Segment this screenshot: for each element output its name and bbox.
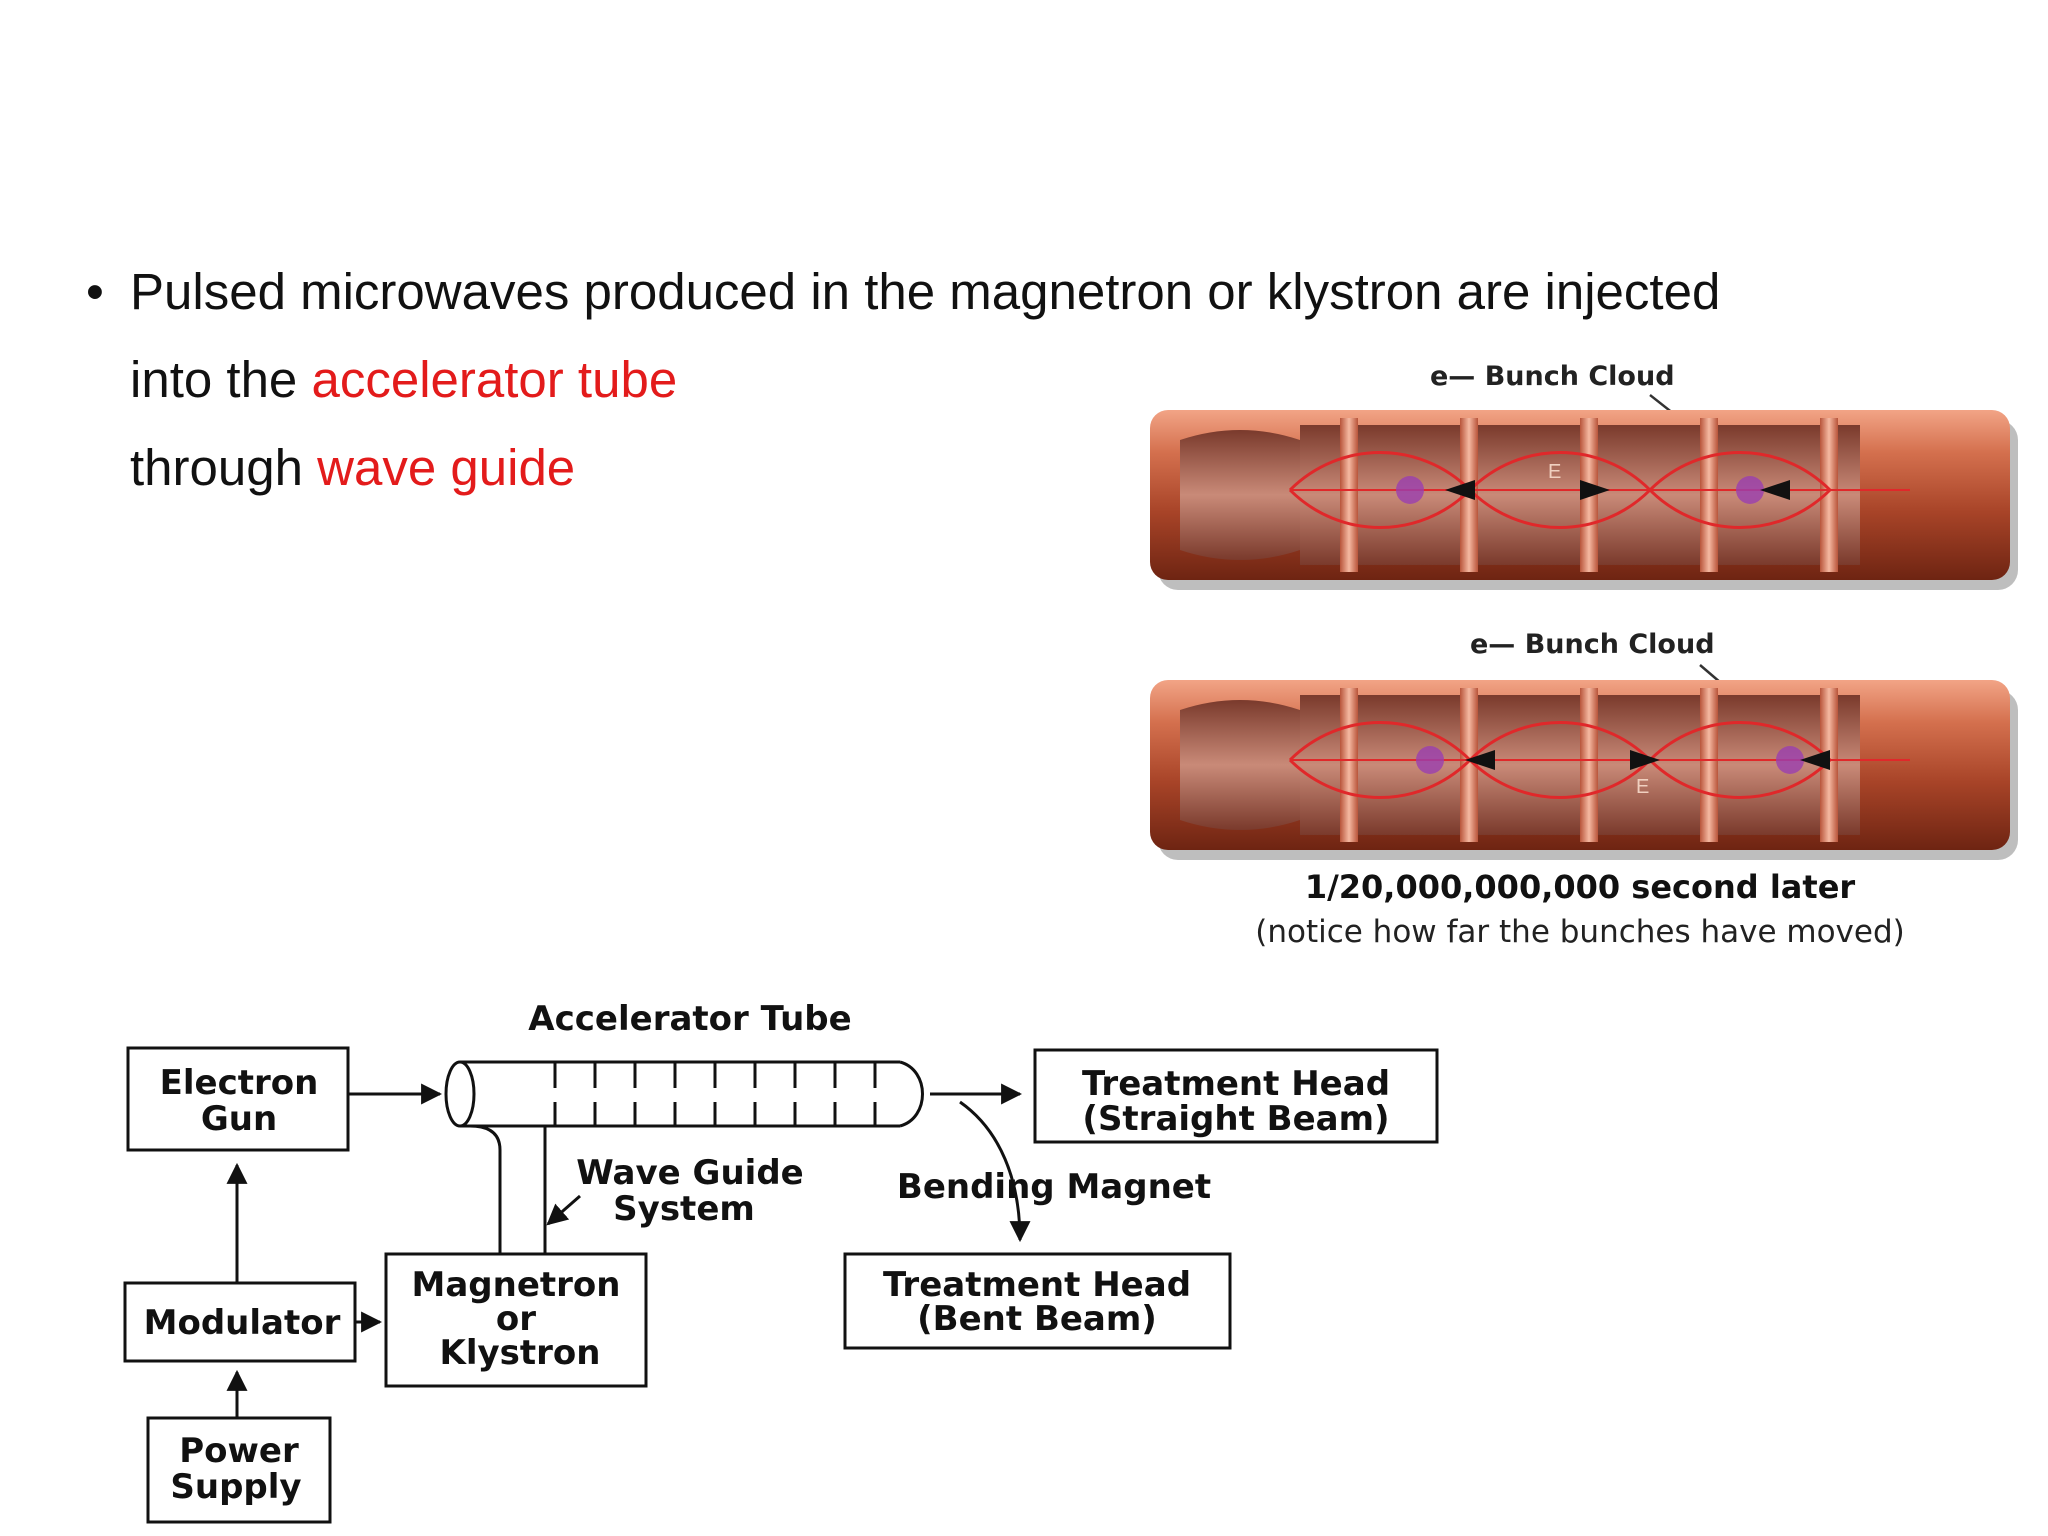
field-arrow-bottom-3	[1800, 750, 1830, 770]
bullet-dot: •	[86, 263, 104, 320]
bullet-line-3: through wave guide	[130, 424, 575, 512]
field-arrow-top-1	[1445, 480, 1475, 500]
field-arrow-top-2	[1580, 480, 1610, 500]
field-arrow-top-3	[1760, 480, 1790, 500]
tube-caption-note: (notice how far the bunches have moved)	[1255, 914, 1905, 950]
field-arrow-bottom-1	[1465, 750, 1495, 770]
bunch-bottom-2	[1776, 746, 1804, 774]
bullet-line-1-text: Pulsed microwaves produced in the magnet…	[130, 263, 1721, 320]
tube-bottom: e— Bunch Cloud E	[1150, 629, 2018, 860]
bullet-line-3-prefix: through	[130, 439, 318, 496]
treatment-head-straight-box	[1033, 1048, 1439, 1144]
bullet-line-1: Pulsed microwaves produced in the magnet…	[130, 248, 1720, 336]
electron-gun-label-1: Electron	[160, 1063, 319, 1103]
treatment-head-straight-label-1: Treatment Head	[1082, 1064, 1390, 1104]
modulator-label: Modulator	[144, 1303, 341, 1343]
treatment-head-straight-label-2: (Straight Beam)	[1082, 1099, 1389, 1139]
bullet-line-2-prefix: into the	[130, 351, 312, 408]
treatment-head-bent-label-2: (Bent Beam)	[917, 1299, 1157, 1339]
treatment-head-bent-box	[843, 1252, 1232, 1350]
tube-caption-bold: 1/20,000,000,000 second later	[1305, 868, 1856, 906]
bunch-bottom-1	[1416, 746, 1444, 774]
magnetron-box	[384, 1252, 648, 1388]
accelerator-tube-label: Accelerator Tube	[528, 999, 851, 1039]
bunch-top-2	[1736, 476, 1764, 504]
arrow-bending-magnet	[959, 1100, 1031, 1243]
bunch-cloud-label-top: e— Bunch Cloud	[1430, 361, 1675, 392]
treatment-head-bent-label-1: Treatment Head	[883, 1265, 1191, 1305]
arrow-waveguide-label	[546, 1194, 581, 1226]
magnetron-label-1: Magnetron	[412, 1265, 621, 1305]
field-label-bottom: E	[1636, 776, 1649, 798]
bending-magnet-label: Bending Magnet	[897, 1167, 1211, 1207]
bullet-line-2: into the accelerator tube	[130, 336, 677, 424]
bunch-cloud-label-bottom: e— Bunch Cloud	[1470, 629, 1715, 660]
power-supply-label-2: Supply	[170, 1467, 301, 1507]
wave-guide-highlight: wave guide	[317, 439, 576, 496]
accelerator-tube-highlight: accelerator tube	[311, 351, 678, 408]
power-supply-box	[146, 1416, 332, 1524]
accelerator-tube-drawing	[444, 1060, 924, 1254]
bunch-top-1	[1396, 476, 1424, 504]
wave-guide-label-2: System	[613, 1189, 755, 1229]
field-arrow-bottom-2	[1630, 750, 1660, 770]
wave-guide-label-1: Wave Guide	[576, 1153, 803, 1193]
tube-cutout-top	[1180, 430, 1300, 560]
power-supply-label-1: Power	[179, 1431, 299, 1471]
tube-top: e— Bunch Cloud E	[1150, 361, 2018, 590]
field-label-top: E	[1548, 461, 1561, 483]
electron-gun-box	[126, 1046, 350, 1152]
electron-gun-label-2: Gun	[201, 1099, 277, 1139]
magnetron-label-2: or	[496, 1299, 536, 1339]
magnetron-label-3: Klystron	[440, 1333, 601, 1373]
tube-cutout-bottom	[1180, 700, 1300, 830]
